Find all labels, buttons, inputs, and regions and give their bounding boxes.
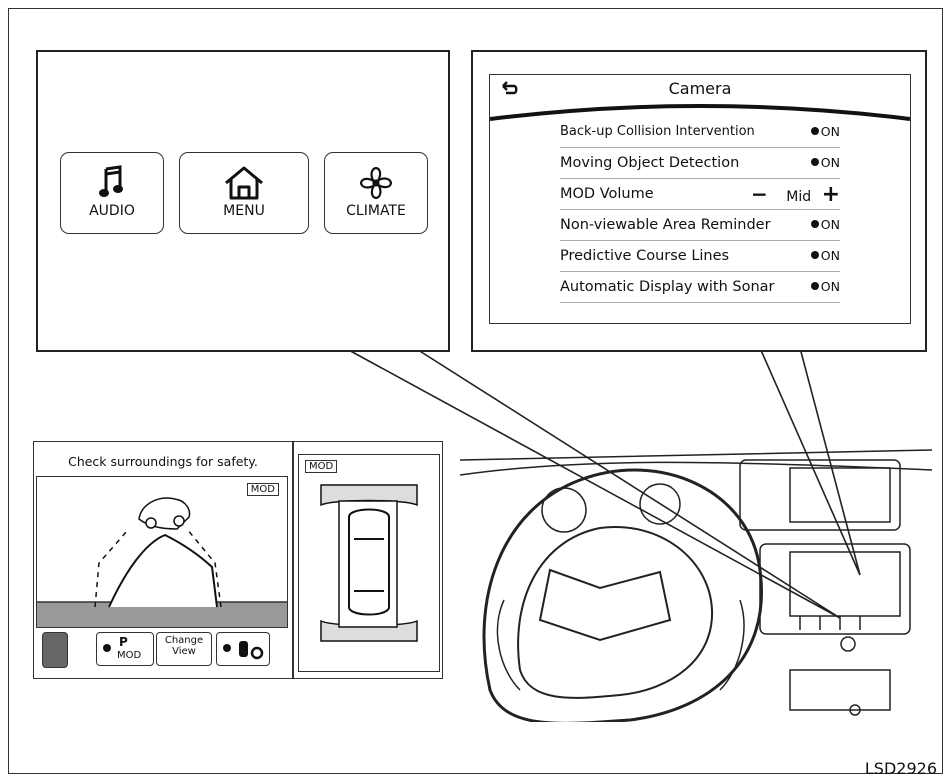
mod-toggle-button[interactable]: P MOD [96,632,154,666]
settings-gear-icon [239,641,264,660]
figure-caption: LSD2926 [864,759,937,778]
toggle-on[interactable]: ON [810,241,840,271]
audio-button[interactable]: AUDIO [60,152,164,234]
rear-view-scene [37,497,287,627]
home-menu-callout: AUDIO MENU CLIMATE [36,50,450,352]
climate-label: CLIMATE [346,203,406,219]
sonar-toggle-button[interactable] [42,632,68,668]
camera-title: Camera [668,79,732,98]
top-view-scene [320,484,418,642]
setting-row-predictive-course[interactable]: Predictive Course Lines ON [560,241,840,272]
back-arrow-icon[interactable] [500,80,518,96]
title-divider [490,104,910,121]
volume-value: Mid [786,189,812,205]
toggle-on[interactable]: ON [810,272,840,302]
audio-label: AUDIO [89,203,135,219]
safety-message: Check surroundings for safety. [68,454,258,469]
setting-row-mod-volume[interactable]: MOD Volume − Mid + [560,179,840,210]
menu-label: MENU [223,203,265,219]
status-dot [223,644,231,652]
rear-mod-badge: MOD [246,483,279,496]
status-dot [103,644,111,652]
music-note-icon [99,165,123,197]
setting-row-non-viewable-area[interactable]: Non-viewable Area Reminder ON [560,210,840,241]
setting-row-backup-collision[interactable]: Back-up Collision Intervention ON [560,117,840,148]
toggle-on[interactable]: ON [810,210,840,240]
home-icon [225,166,263,200]
setting-row-moving-object[interactable]: Moving Object Detection ON [560,148,840,179]
dashboard-illustration [460,449,932,722]
toggle-on[interactable]: ON [810,117,840,147]
camera-monitor: Check surroundings for safety. MOD P MOD… [33,441,443,679]
toggle-on[interactable]: ON [810,148,840,178]
change-view-button[interactable]: Change View [156,632,212,666]
camera-settings-callout: Camera Back-up Collision Intervention ON… [471,50,927,352]
menu-button[interactable]: MENU [179,152,309,234]
top-mod-badge: MOD [305,460,338,473]
volume-plus-button[interactable]: + [821,182,840,207]
rear-view: MOD [36,476,288,628]
camera-settings-screen: Camera Back-up Collision Intervention ON… [489,74,911,324]
fan-icon [359,166,393,200]
camera-settings-button[interactable] [216,632,270,666]
climate-button[interactable]: CLIMATE [324,152,428,234]
figure-frame [8,8,943,774]
top-view: MOD [298,454,440,672]
setting-row-auto-display-sonar[interactable]: Automatic Display with Sonar ON [560,272,840,303]
volume-minus-button[interactable]: − [751,182,768,206]
